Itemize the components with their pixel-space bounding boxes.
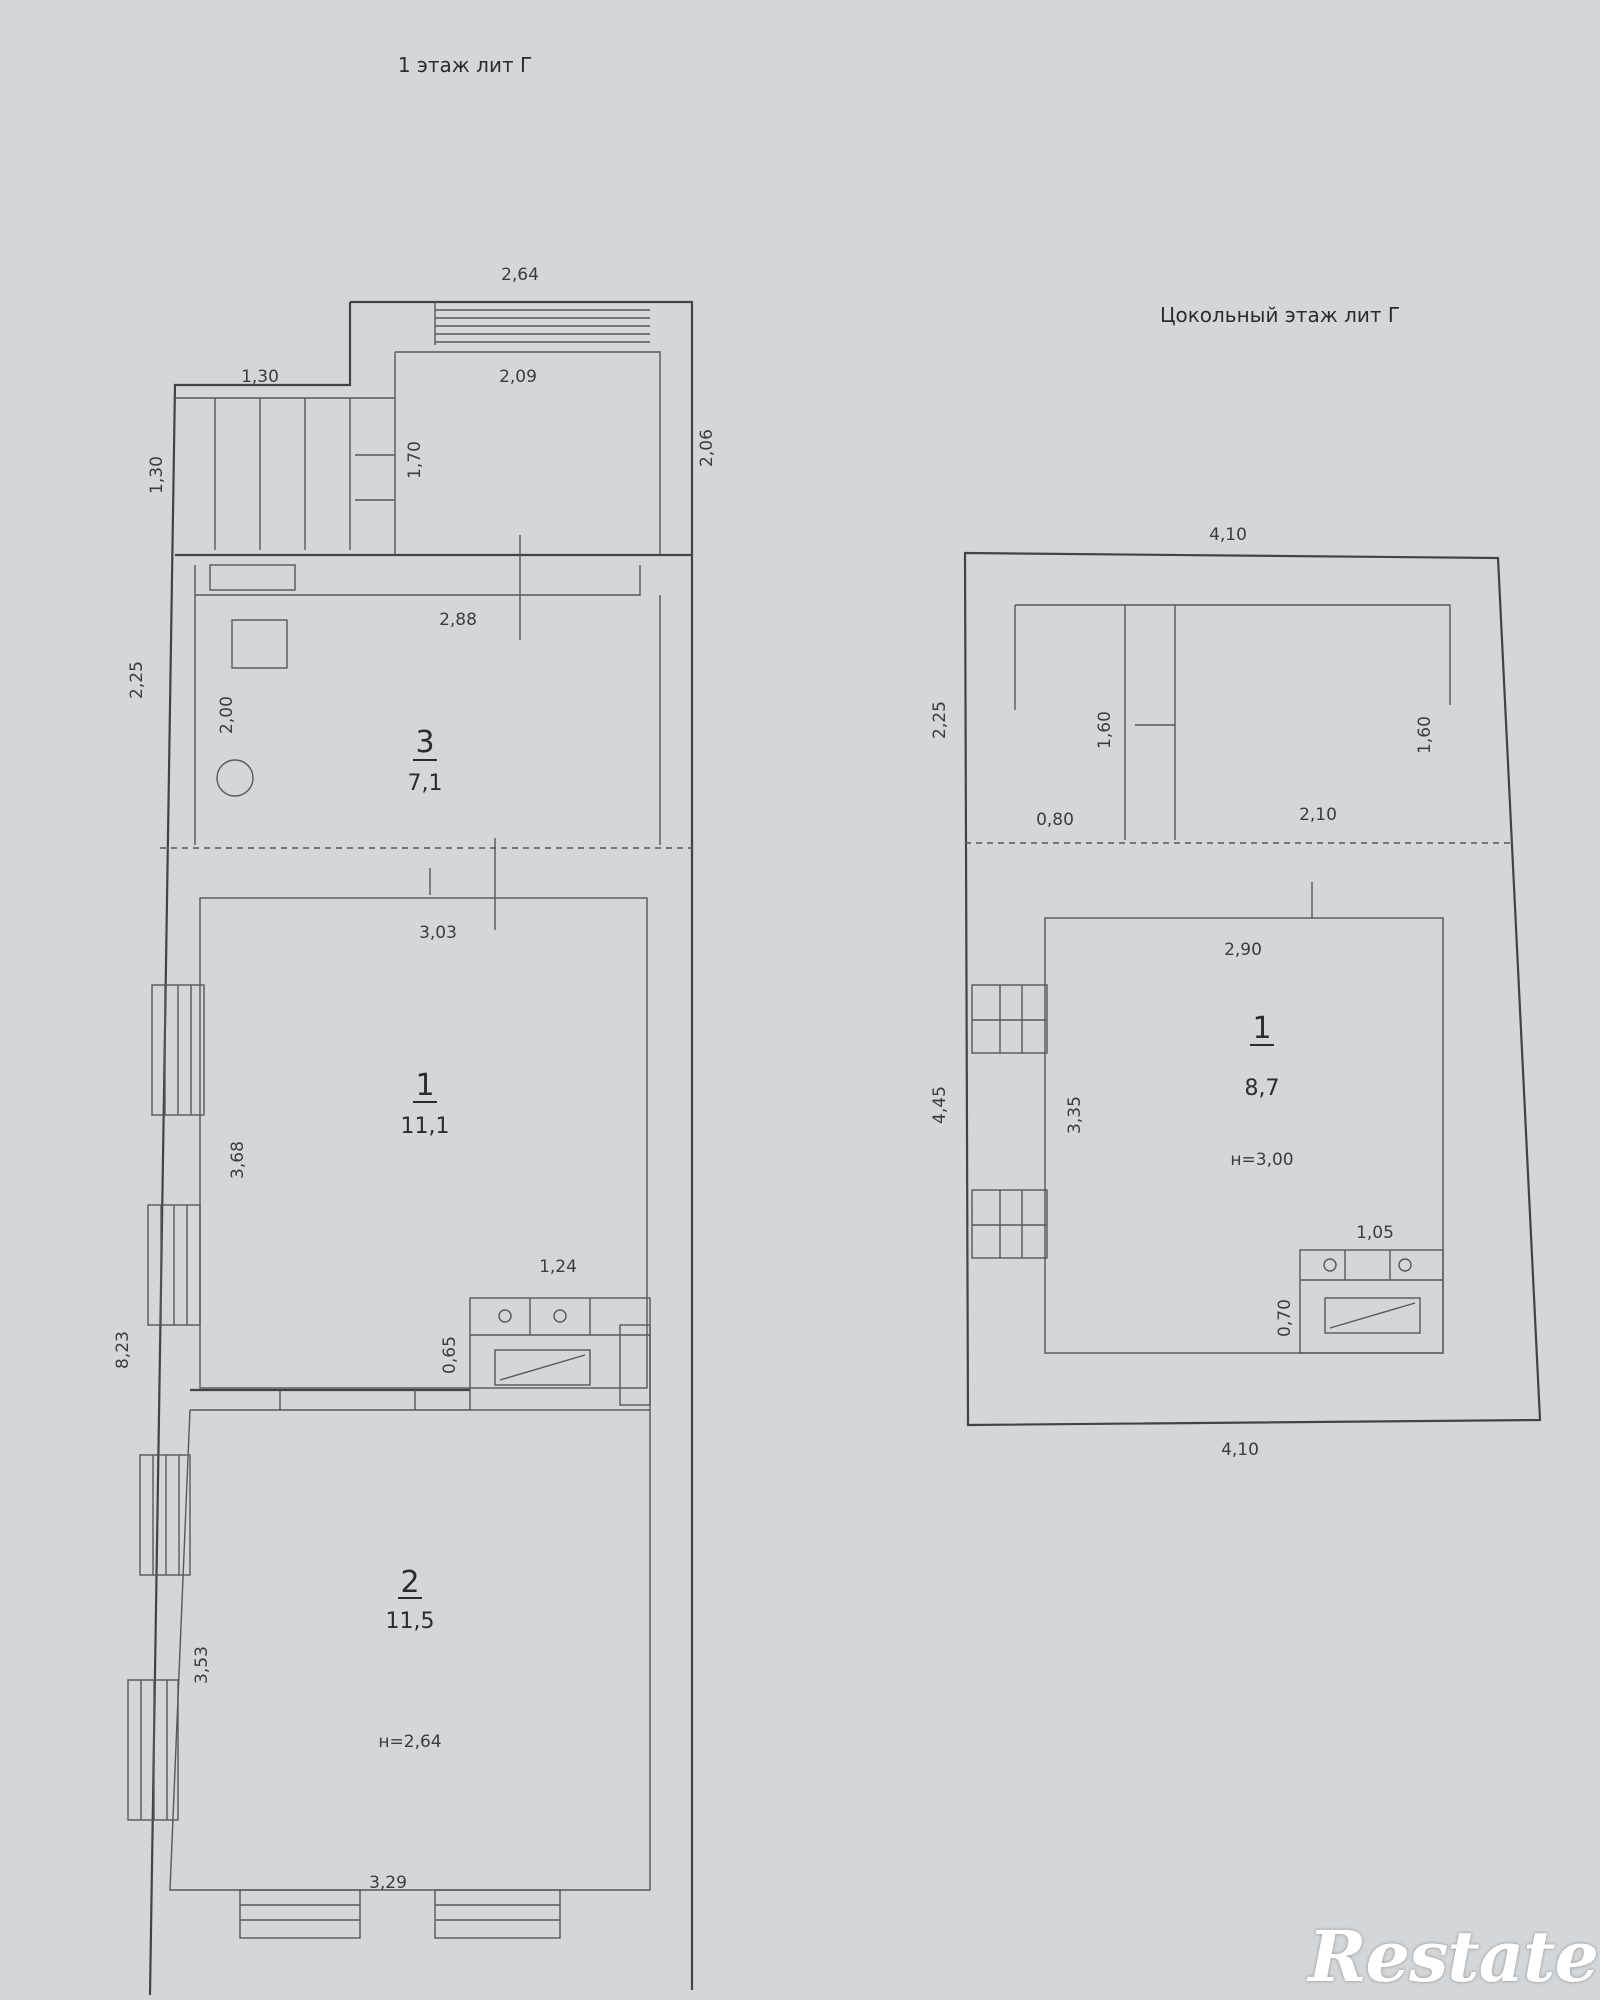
dim-vestibule-depth: 1,70 [405, 441, 425, 479]
porch-stairs-left [175, 397, 395, 550]
basement-outer-wall [963, 551, 1542, 1427]
basement-stove-icon [1299, 1249, 1444, 1354]
floor1-title: 1 этаж лит Г [398, 53, 532, 77]
room1-windows [147, 984, 205, 1326]
room3-number: 3 [415, 725, 434, 760]
kitchen-window-strip [209, 564, 296, 591]
bdim-room-width: 2,90 [1224, 940, 1262, 960]
floor1-outer-wall-left [148, 302, 352, 1996]
dim-room1-height: 3,68 [228, 1141, 248, 1179]
dim-kitchen-left: 2,25 [127, 661, 147, 699]
bdim-inner-right: 1,60 [1415, 716, 1435, 754]
room2-windows [127, 1454, 191, 1821]
floor1-outer-wall-right [350, 300, 694, 1990]
basement-title: Цокольный этаж лит Г [1160, 303, 1400, 327]
bdim-left-lower: 4,45 [930, 1086, 950, 1124]
stove-icon [469, 1297, 651, 1411]
floor1-plan: 2,64 1,30 1,30 2,09 1,70 2,06 2,88 2,25 … [113, 265, 717, 1996]
bdim-room-height: 3,35 [1065, 1096, 1085, 1134]
dim-stove-width: 1,24 [539, 1257, 577, 1277]
bdim-inner-width: 2,10 [1299, 805, 1337, 825]
room3-area: 7,1 [408, 771, 443, 796]
sink-icon [231, 619, 288, 669]
room2-area: 11,5 [386, 1609, 435, 1634]
dim-room2-width: 3,29 [369, 1873, 407, 1893]
dim-stove-depth: 0,65 [440, 1336, 460, 1374]
vestibule-wall [395, 351, 661, 555]
dim-room1-width: 3,03 [419, 923, 457, 943]
basement-room-outline [1044, 917, 1444, 1354]
bdim-inner-left: 1,60 [1095, 711, 1115, 749]
bdim-bottom-width: 4,10 [1221, 1440, 1259, 1460]
dim-porch-width: 1,30 [241, 367, 279, 387]
bdim-stove-depth: 0,70 [1275, 1299, 1295, 1337]
dim-vestibule-width: 2,09 [499, 367, 537, 387]
dim-kitchen-width: 2,88 [439, 610, 477, 630]
room1-outline [199, 897, 648, 1389]
dim-right-height: 2,06 [697, 429, 717, 467]
room2-outline [169, 1409, 651, 1891]
restate-logo: Restate [1280, 1880, 1600, 2000]
bdim-top-width: 4,10 [1209, 525, 1247, 545]
bdim-left-upper: 2,25 [930, 701, 950, 739]
dim-kitchen-inner: 2,00 [217, 696, 237, 734]
basement-room-area: 8,7 [1245, 1076, 1280, 1101]
basement-room-number: 1 [1252, 1011, 1271, 1046]
basement-ceiling-height: н=3,00 [1230, 1150, 1293, 1170]
room1-area: 11,1 [401, 1114, 450, 1139]
gas-meter-icon [216, 759, 254, 797]
dim-porch-height: 1,30 [147, 456, 167, 494]
basement-windows [971, 984, 1048, 1259]
dim-room2-height: 3,53 [192, 1646, 212, 1684]
basement-plan: 4,10 2,25 1,60 1,60 0,80 2,10 2,90 4,45 … [930, 525, 1542, 1460]
room2-number: 2 [400, 1565, 419, 1600]
room1-number: 1 [415, 1068, 434, 1103]
bdim-gap: 0,80 [1036, 810, 1074, 830]
room2-bottom-windows [239, 1889, 561, 1939]
dim-top-width: 2,64 [501, 265, 539, 285]
bdim-stove-width: 1,05 [1356, 1223, 1394, 1243]
porch-stairs-top [434, 302, 650, 345]
watermark-text: Restate [1308, 1915, 1599, 1998]
floor1-ceiling-height: н=2,64 [378, 1732, 441, 1752]
dim-total-left: 8,23 [113, 1331, 133, 1369]
